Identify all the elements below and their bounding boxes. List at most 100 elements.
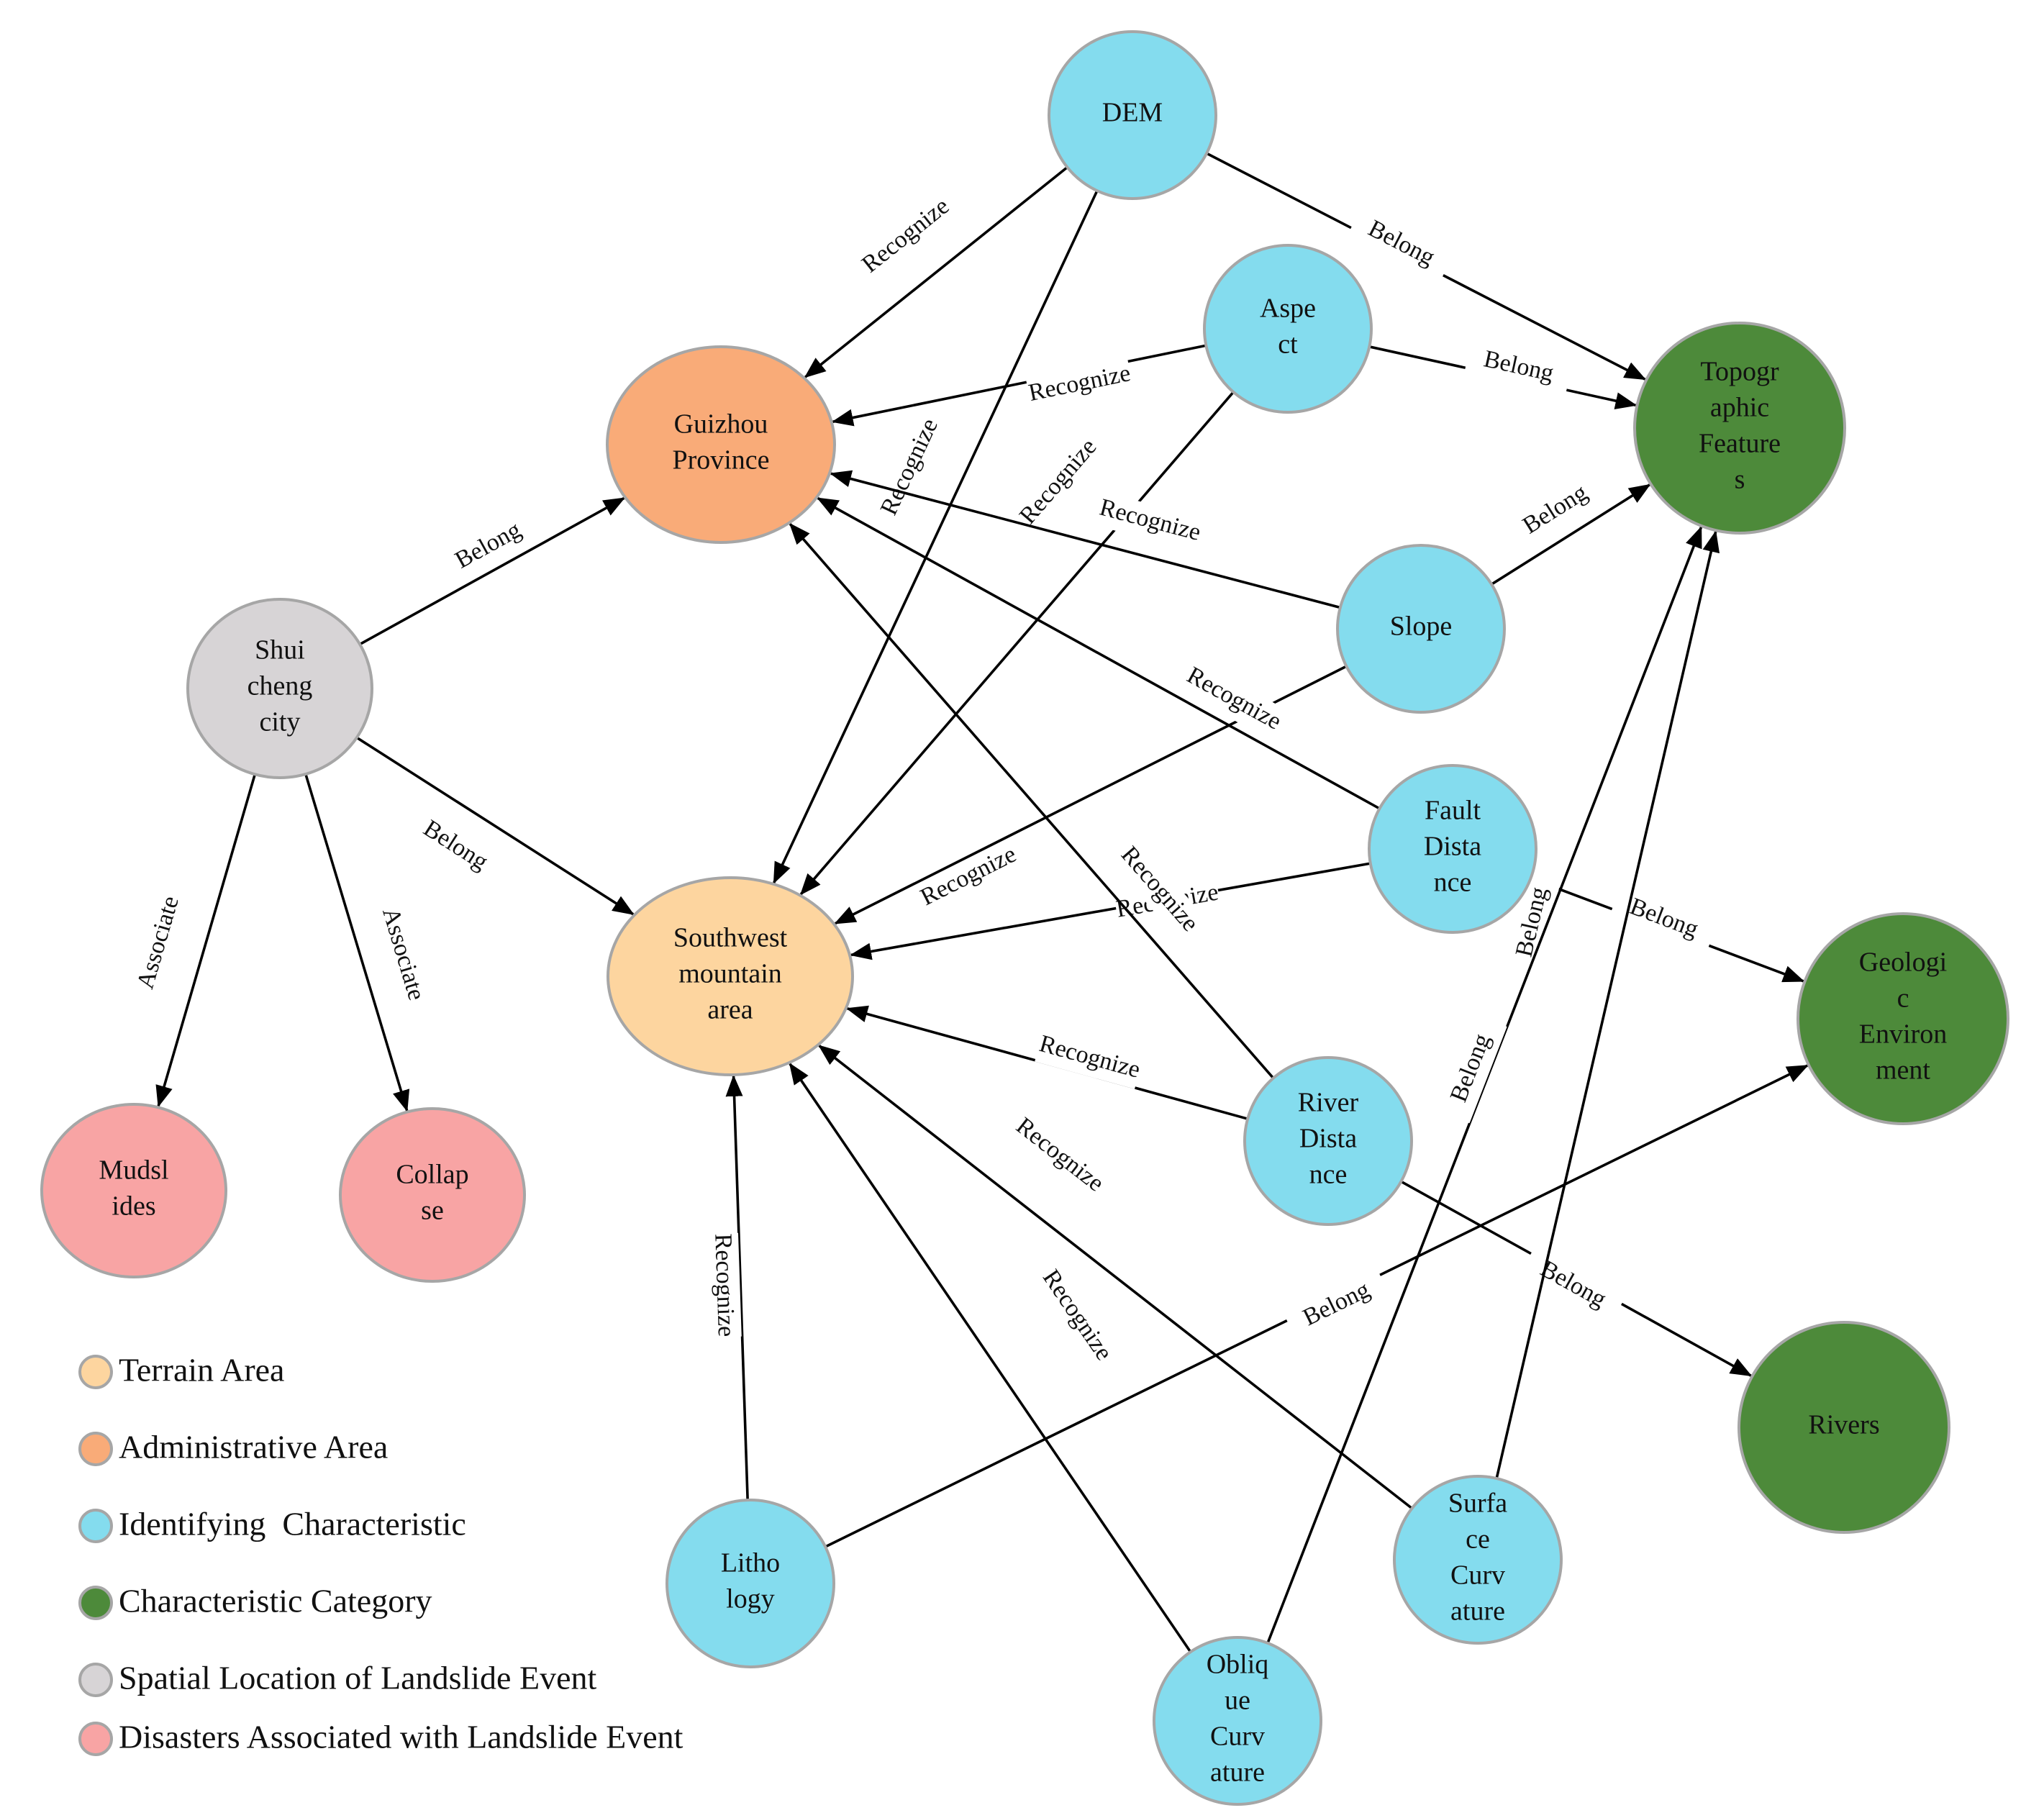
node-circle[interactable] xyxy=(1393,1475,1563,1645)
legend-label: Characteristic Category xyxy=(119,1583,432,1619)
node-circle[interactable] xyxy=(1797,912,2009,1125)
edge-label-background xyxy=(873,413,949,522)
node-label: nce xyxy=(1309,1160,1348,1190)
node-label: c xyxy=(1897,983,1909,1014)
edge-line xyxy=(304,773,410,1112)
node-label: mountain xyxy=(678,959,782,989)
edge-line xyxy=(155,773,257,1108)
node-label: Feature xyxy=(1699,429,1781,459)
legend-label: Terrain Area xyxy=(119,1352,284,1389)
legend-label: Identifying Characteristic xyxy=(119,1506,466,1542)
edge-dem-guizhou: Recognize xyxy=(804,166,1068,378)
edge-line xyxy=(1495,530,1720,1479)
node-label: se xyxy=(421,1196,444,1226)
node-circle[interactable] xyxy=(40,1103,227,1278)
edge-line xyxy=(804,166,1068,378)
edge-lithology-southwest: Recognize xyxy=(704,1074,749,1501)
legend-label: Administrative Area xyxy=(119,1429,388,1465)
edge-label-background xyxy=(435,506,543,587)
node-label: aphic xyxy=(1710,393,1769,423)
node-circle[interactable] xyxy=(1633,322,1846,535)
node-label: ature xyxy=(1450,1596,1505,1627)
node-circle[interactable] xyxy=(1368,764,1537,934)
edge-label-background xyxy=(1346,205,1455,284)
node-circle[interactable] xyxy=(1336,544,1506,714)
edge-slope-topo: Belong xyxy=(1491,468,1651,586)
edge-line xyxy=(1266,526,1703,1644)
edge-line xyxy=(816,496,1381,810)
node-label: DEM xyxy=(1102,98,1163,128)
edge-label-background xyxy=(1283,1267,1391,1344)
edge-label-background xyxy=(1179,660,1287,740)
node-circle[interactable] xyxy=(1243,1056,1413,1226)
node-label: Province xyxy=(672,445,769,476)
node-label: Aspe xyxy=(1260,294,1316,324)
edge-river-guizhou: Recognize xyxy=(789,522,1275,1079)
edge-dem-southwest: Recognize xyxy=(773,190,1099,884)
edge-label: Recognize xyxy=(709,1233,740,1337)
edge-line xyxy=(789,1063,1192,1653)
edge-line xyxy=(789,522,1275,1079)
node-circle[interactable] xyxy=(1203,244,1373,414)
node-label: ature xyxy=(1210,1758,1265,1788)
edge-aspect-topo: Belong xyxy=(1368,340,1638,409)
node-dem[interactable]: DEM xyxy=(1048,30,1217,200)
edge-label-background xyxy=(1032,1263,1119,1369)
node-label: Fault xyxy=(1425,796,1481,826)
node-circle[interactable] xyxy=(606,345,836,544)
edge-label-background xyxy=(704,1232,742,1338)
node-label: city xyxy=(260,707,301,737)
node-label: cheng xyxy=(247,671,313,701)
node-circle[interactable] xyxy=(1738,1321,1950,1534)
node-label: Environ xyxy=(1859,1019,1947,1050)
node-rivers[interactable]: Rivers xyxy=(1738,1321,1950,1534)
edge-line xyxy=(725,1074,749,1501)
edge-shuicheng-mudslides: Associate xyxy=(129,773,257,1108)
edge-label-background xyxy=(1437,1014,1507,1124)
edge-label: Recognize xyxy=(1011,1112,1109,1196)
node-label: ides xyxy=(112,1191,155,1222)
nodes-layer: DEM Aspe ctSlopeFaultDistanceRiverDistance… xyxy=(40,30,2009,1806)
node-circle[interactable] xyxy=(666,1499,835,1668)
node-circle[interactable] xyxy=(186,598,373,779)
node-circle[interactable] xyxy=(1153,1636,1322,1806)
node-label: area xyxy=(707,995,753,1025)
edge-line xyxy=(355,736,635,916)
edge-label-background xyxy=(370,899,433,1009)
node-label: ue xyxy=(1225,1686,1250,1716)
legend-label: Spatial Location of Landslide Event xyxy=(119,1660,596,1696)
edge-shuicheng-guizhou: Belong xyxy=(359,496,626,646)
edge-label-background xyxy=(1463,340,1573,396)
node-label: ment xyxy=(1876,1055,1930,1086)
node-circle[interactable] xyxy=(339,1107,526,1283)
edge-line xyxy=(831,344,1207,427)
legend-swatch xyxy=(78,1663,113,1697)
legend-swatch xyxy=(78,1509,113,1543)
node-slope[interactable]: Slope xyxy=(1336,544,1506,714)
legend-item: Terrain Area xyxy=(78,1352,284,1389)
node-circle[interactable] xyxy=(1048,30,1217,200)
node-label: Curv xyxy=(1450,1560,1505,1591)
edge-label-background xyxy=(1007,1110,1111,1202)
edge-label-background xyxy=(1111,840,1206,941)
node-label: ct xyxy=(1278,329,1298,360)
edge-label-background xyxy=(1012,432,1107,534)
node-circle[interactable] xyxy=(607,876,854,1076)
node-aspect[interactable]: Aspe ct xyxy=(1203,244,1373,414)
legend-label: Disasters Associated with Landslide Even… xyxy=(119,1719,683,1755)
